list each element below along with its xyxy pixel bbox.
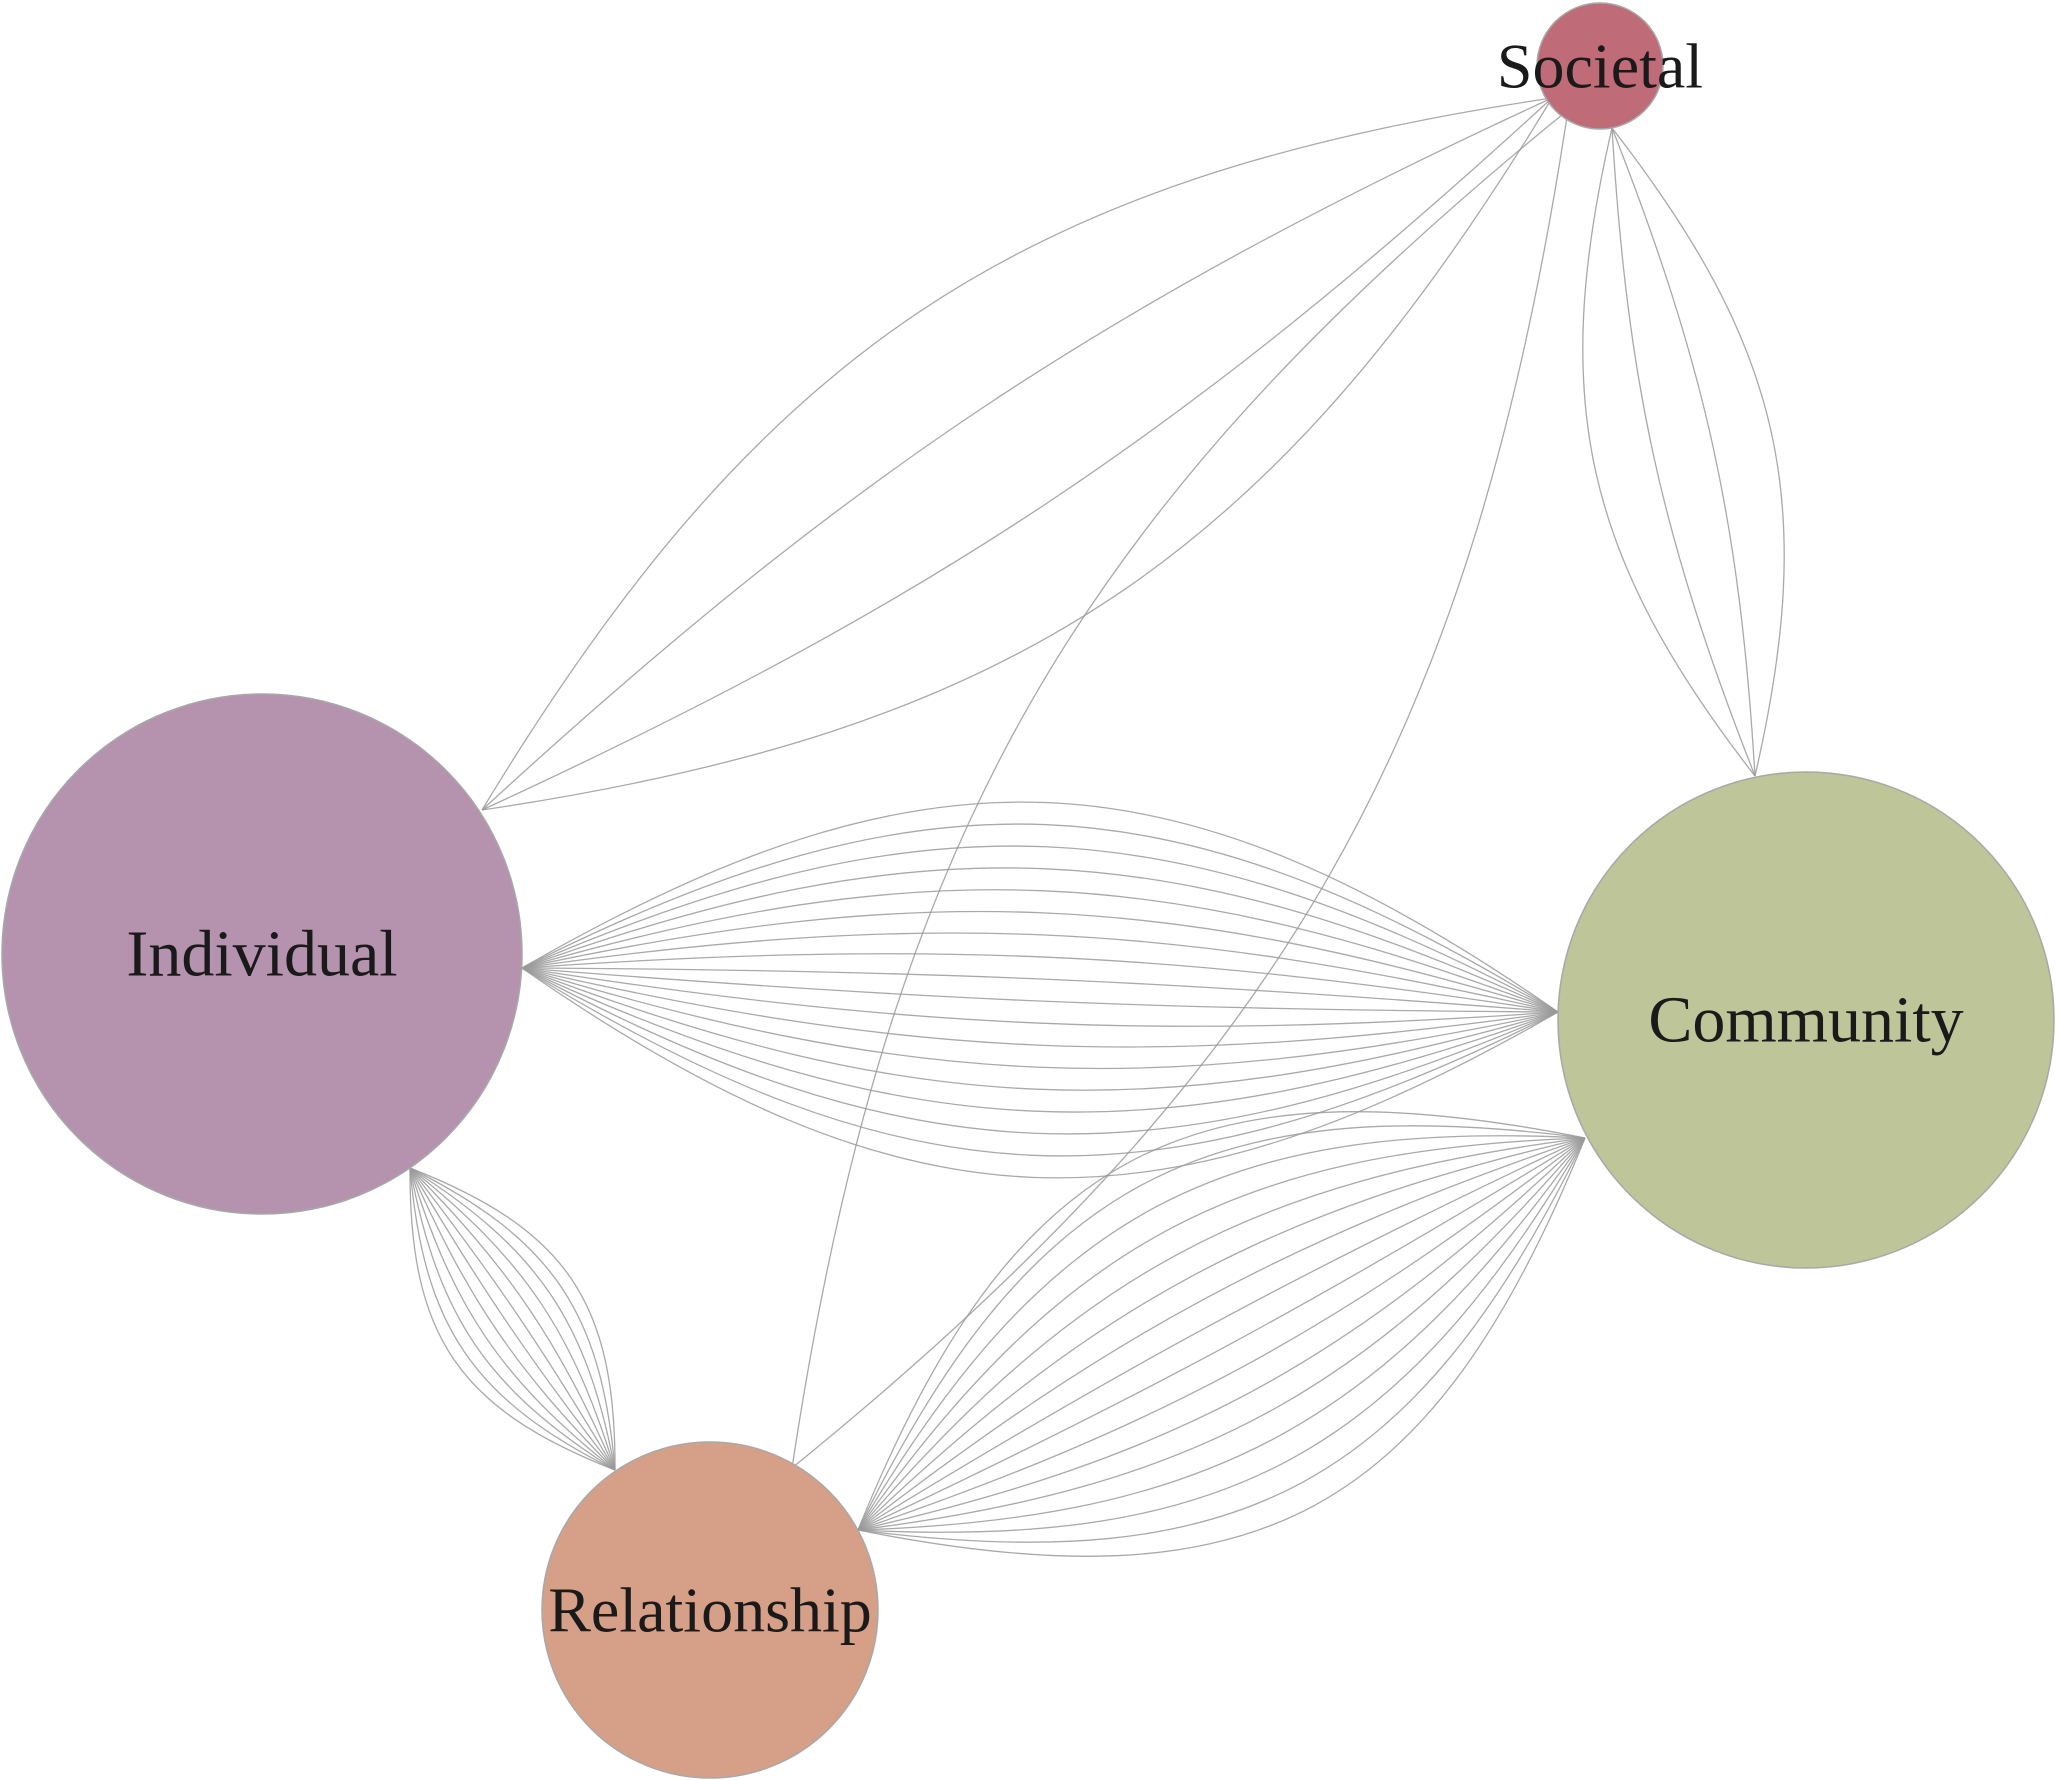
edge-individual-community-11 bbox=[521, 967, 1559, 1027]
edge-relationship-community-11 bbox=[857, 1137, 1586, 1531]
node-circle-individual bbox=[1, 693, 523, 1215]
edge-relationship-community-6 bbox=[857, 1137, 1586, 1531]
edge-individual-community-12 bbox=[521, 967, 1559, 1048]
edge-individual-community-6 bbox=[521, 910, 1559, 1013]
node-societal: Societal bbox=[1497, 2, 1703, 130]
edge-relationship-community-10 bbox=[857, 1137, 1586, 1531]
edge-individual-community-13 bbox=[521, 967, 1559, 1070]
edge-individual-relationship-2 bbox=[409, 1167, 616, 1471]
edge-individual-relationship-1 bbox=[409, 1167, 616, 1471]
edge-individual-societal-1 bbox=[481, 97, 1553, 811]
edge-individual-community-1 bbox=[521, 801, 1559, 1013]
edge-individual-relationship-12 bbox=[409, 1167, 616, 1471]
edge-relationship-community-7 bbox=[857, 1137, 1586, 1531]
edge-individual-relationship-11 bbox=[409, 1167, 616, 1471]
node-circle-community bbox=[1557, 771, 2055, 1269]
edge-relationship-community-14 bbox=[857, 1137, 1586, 1533]
edge-relationship-community-8 bbox=[857, 1137, 1586, 1531]
edge-relationship-community-12 bbox=[857, 1137, 1586, 1531]
edge-individual-relationship-6 bbox=[409, 1167, 616, 1471]
edge-relationship-community-16 bbox=[857, 1137, 1586, 1557]
edge-individual-community-15 bbox=[521, 967, 1559, 1113]
edge-relationship-community-3 bbox=[857, 1135, 1586, 1531]
edge-community-societal-4 bbox=[1611, 127, 1785, 777]
edge-individual-societal-3 bbox=[481, 97, 1553, 811]
node-community: Community bbox=[1557, 771, 2055, 1269]
edge-individual-societal-2 bbox=[481, 97, 1553, 811]
node-label-community: Community bbox=[1648, 984, 1963, 1057]
edges-layer bbox=[409, 97, 1785, 1557]
edge-individual-community-4 bbox=[521, 867, 1559, 1013]
edge-relationship-community-13 bbox=[857, 1137, 1586, 1531]
edge-individual-relationship-4 bbox=[409, 1167, 616, 1471]
node-label-relationship: Relationship bbox=[548, 1575, 872, 1646]
edge-individual-community-7 bbox=[521, 932, 1559, 1013]
edge-relationship-community-9 bbox=[857, 1137, 1586, 1531]
edge-individual-community-2 bbox=[521, 823, 1559, 1013]
edge-community-societal-2 bbox=[1611, 127, 1756, 777]
edge-individual-community-5 bbox=[521, 889, 1559, 1013]
node-individual: Individual bbox=[1, 693, 523, 1215]
edge-relationship-community-2 bbox=[857, 1125, 1586, 1531]
edge-individual-relationship-8 bbox=[409, 1167, 616, 1471]
edge-individual-relationship-9 bbox=[409, 1167, 616, 1471]
edge-individual-community-17 bbox=[521, 967, 1559, 1157]
edge-individual-community-3 bbox=[521, 845, 1559, 1013]
edge-individual-relationship-3 bbox=[409, 1167, 616, 1471]
edge-individual-community-18 bbox=[521, 967, 1559, 1179]
edge-individual-community-10 bbox=[521, 967, 1559, 1013]
edge-relationship-community-1 bbox=[857, 1111, 1586, 1531]
edge-individual-relationship-5 bbox=[409, 1167, 616, 1471]
edge-individual-community-16 bbox=[521, 967, 1559, 1135]
node-relationship: Relationship bbox=[541, 1441, 879, 1779]
edge-community-societal-1 bbox=[1582, 127, 1756, 777]
edge-individual-relationship-7 bbox=[409, 1167, 616, 1471]
edge-relationship-community-5 bbox=[857, 1137, 1586, 1531]
edge-relationship-community-4 bbox=[857, 1137, 1586, 1531]
edge-individual-community-8 bbox=[521, 953, 1559, 1013]
edge-individual-relationship-10 bbox=[409, 1167, 616, 1471]
edge-relationship-community-15 bbox=[857, 1137, 1586, 1543]
edge-relationship-societal-1 bbox=[791, 109, 1569, 1469]
edge-individual-community-14 bbox=[521, 967, 1559, 1091]
node-label-societal: Societal bbox=[1497, 31, 1703, 102]
edge-community-societal-3 bbox=[1611, 127, 1756, 777]
node-circle-relationship bbox=[541, 1441, 879, 1779]
node-circle-societal bbox=[1536, 2, 1664, 130]
edge-individual-societal-4 bbox=[481, 97, 1553, 811]
node-label-individual: Individual bbox=[126, 918, 397, 991]
edge-relationship-societal-2 bbox=[791, 109, 1569, 1469]
edge-individual-community-9 bbox=[521, 967, 1559, 1013]
